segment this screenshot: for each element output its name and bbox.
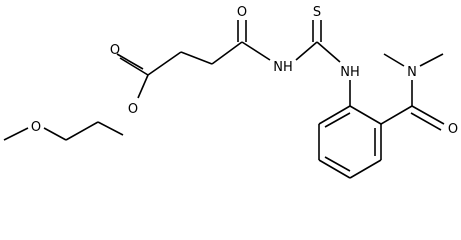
bond	[349, 159, 382, 179]
atom-labels: O O O O NH S NH N O	[31, 5, 458, 137]
atom-label-aryl-nh: NH	[340, 65, 360, 80]
bond	[65, 121, 99, 141]
bond	[318, 159, 351, 179]
atom-label-ester-oxygen: O	[128, 102, 138, 117]
bond	[3, 127, 29, 141]
atom-label-amine-nitrogen: N	[407, 65, 417, 80]
bond	[324, 112, 351, 128]
bond	[116, 53, 144, 70]
bond	[410, 112, 442, 131]
bond	[97, 121, 124, 136]
bond	[137, 74, 149, 99]
bond-lines	[3, 20, 445, 179]
bond	[383, 53, 405, 67]
atom-label-ester-carbonyl-oxygen: O	[110, 43, 120, 58]
bond	[211, 41, 243, 65]
bond	[318, 105, 351, 125]
bond	[43, 127, 67, 141]
bond	[419, 53, 444, 67]
bond	[241, 41, 271, 61]
bond	[180, 51, 213, 65]
bond	[380, 105, 413, 125]
atom-label-thione-sulfur: S	[313, 5, 321, 20]
bond	[147, 51, 182, 76]
atom-label-ketone-oxygen: O	[237, 5, 247, 20]
bond	[324, 156, 351, 172]
bond	[119, 57, 149, 76]
bond	[295, 41, 318, 61]
atom-label-acyl-nh: NH	[273, 60, 293, 75]
atom-label-amide-oxygen: O	[448, 122, 458, 137]
bond	[349, 105, 382, 125]
chemical-structure: O O O O NH S NH N O	[3, 5, 458, 179]
bond	[411, 105, 445, 125]
atom-label-methoxy-oxygen: O	[31, 120, 41, 135]
bond	[316, 41, 341, 63]
